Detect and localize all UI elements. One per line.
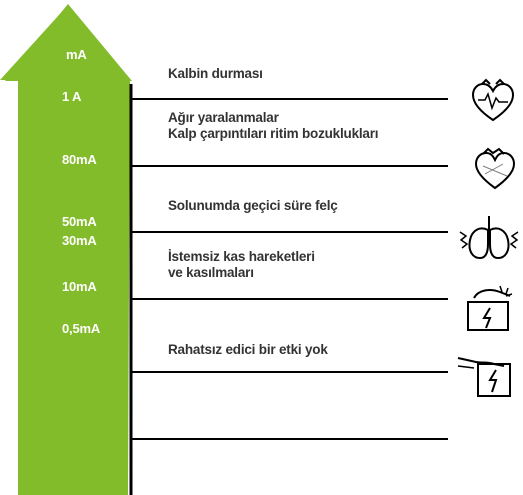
effect-text-no-effect: Rahatsız edici bir etki yok <box>168 342 328 357</box>
effect-text-arrhythmia: Kalp çarpıntıları ritim bozuklukları <box>168 126 379 141</box>
heart-shock-icon <box>474 147 516 190</box>
level-label-50ma: 50mA <box>62 214 97 229</box>
effect-text-muscle-movements: İstemsiz kas hareketleri <box>168 249 315 264</box>
current-arrow <box>0 5 130 495</box>
effect-text-respiratory-paralysis: Solunumda geçici süre felç <box>168 198 338 213</box>
hand-touch-icon <box>457 357 511 397</box>
effect-text-contractions: ve kasılmaları <box>168 265 254 280</box>
level-label-0-5ma: 0,5mA <box>62 321 101 336</box>
level-label-30ma: 30mA <box>62 233 97 248</box>
effect-text-cardiac-arrest: Kalbin durması <box>168 66 263 81</box>
level-label-80ma: 80mA <box>62 152 97 167</box>
unit-label: mA <box>66 47 87 62</box>
level-label-10ma: 10mA <box>62 279 97 294</box>
effect-text-severe-injury: Ağır yaralanmalar <box>168 110 279 125</box>
level-label-1a: 1 A <box>62 89 82 104</box>
hand-shock-icon <box>467 285 513 331</box>
current-arrow-head <box>5 4 132 81</box>
lungs-icon <box>459 216 519 260</box>
cardiac-arrest-heart-icon <box>471 78 515 122</box>
